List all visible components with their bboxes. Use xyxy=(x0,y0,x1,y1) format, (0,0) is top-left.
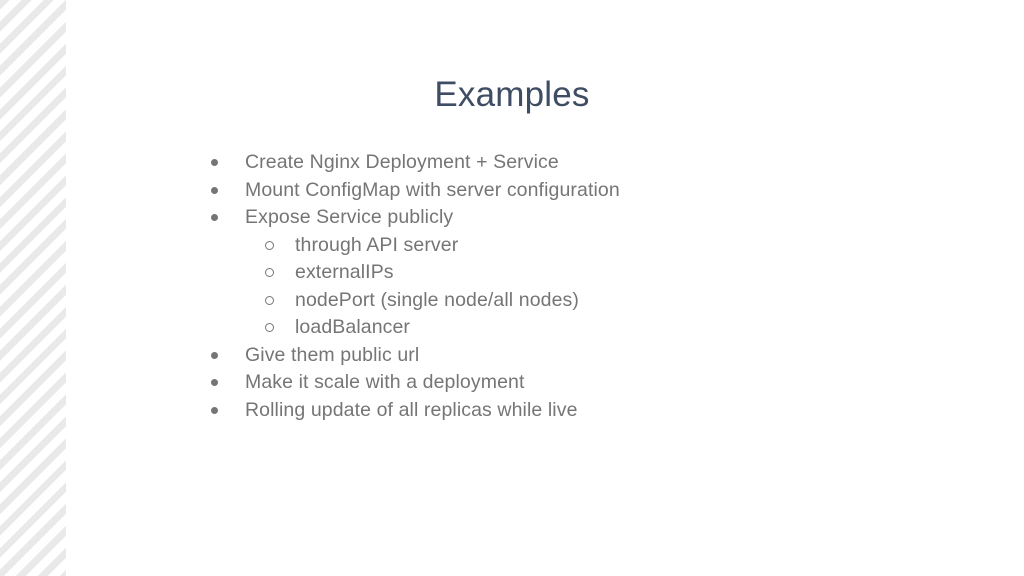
list-item-text: Mount ConfigMap with server configuratio… xyxy=(245,178,620,201)
list-item: Give them public url xyxy=(211,342,831,370)
list-item-text: externalIPs xyxy=(295,261,394,284)
list-item: externalIPs xyxy=(265,259,831,287)
list-item: Create Nginx Deployment + Service xyxy=(211,149,831,177)
list-item: through API server xyxy=(265,232,831,260)
diagonal-stripe-decoration xyxy=(0,0,66,576)
list-item: loadBalancer xyxy=(265,314,831,342)
list-item-text: nodePort (single node/all nodes) xyxy=(295,288,579,311)
list-item: Rolling update of all replicas while liv… xyxy=(211,397,831,425)
slide-title: Examples xyxy=(434,75,590,114)
list-item-text: Expose Service publicly xyxy=(245,206,454,229)
bullet-filled-circle-icon xyxy=(211,351,218,359)
bullet-hollow-circle-icon xyxy=(265,295,274,305)
bullet-filled-circle-icon xyxy=(211,159,218,167)
bullet-filled-circle-icon xyxy=(211,379,218,387)
bullet-filled-circle-icon xyxy=(211,406,218,414)
list-item: nodePort (single node/all nodes) xyxy=(265,287,831,315)
list-item-text: through API server xyxy=(295,233,459,256)
list-item: Expose Service publicly xyxy=(211,204,831,232)
list-item-text: Rolling update of all replicas while liv… xyxy=(245,398,578,421)
bullet-filled-circle-icon xyxy=(211,186,218,194)
list-item-text: Give them public url xyxy=(245,343,420,366)
bullet-hollow-circle-icon xyxy=(265,268,274,278)
list-item-text: Make it scale with a deployment xyxy=(245,371,525,394)
list-item: Mount ConfigMap with server configuratio… xyxy=(211,177,831,205)
bullet-filled-circle-icon xyxy=(211,214,218,222)
list-item-text: loadBalancer xyxy=(295,316,411,339)
bullet-hollow-circle-icon xyxy=(265,323,274,333)
list-item-text: Create Nginx Deployment + Service xyxy=(245,151,559,174)
bullet-hollow-circle-icon xyxy=(265,240,274,250)
list-item: Make it scale with a deployment xyxy=(211,369,831,397)
